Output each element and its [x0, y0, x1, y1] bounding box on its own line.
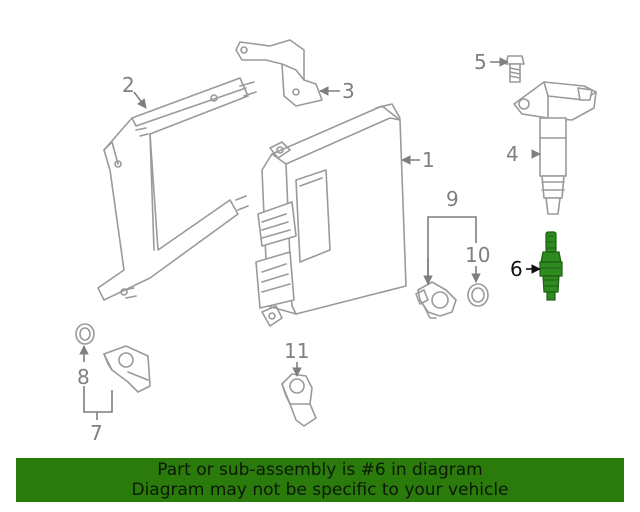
callout-4: 4 [506, 142, 519, 166]
sensor-part-9[interactable] [415, 281, 457, 319]
bolt-part-5[interactable] [505, 55, 525, 83]
leader-lines [79, 57, 541, 420]
sensor-part-7[interactable] [103, 345, 151, 393]
callout-5: 5 [474, 50, 487, 74]
callout-9: 9 [446, 187, 459, 211]
parts-diagram: 2 3 1 5 4 6 9 10 8 7 11 [75, 39, 597, 445]
ecu-module-part-1[interactable] [255, 103, 407, 327]
callout-8: 8 [77, 365, 90, 389]
banner-line-2: Diagram may not be specific to your vehi… [131, 480, 509, 500]
callout-1: 1 [422, 148, 435, 172]
callout-6: 6 [510, 257, 523, 281]
ignition-coil-part-4[interactable] [513, 81, 597, 215]
o-ring-part-10[interactable] [467, 283, 489, 307]
callout-2: 2 [122, 73, 135, 97]
callout-7: 7 [90, 421, 103, 445]
part-info-banner: Part or sub-assembly is #6 in diagram Di… [16, 458, 624, 502]
callout-10: 10 [465, 243, 490, 267]
bracket-part-3[interactable] [235, 39, 323, 107]
o-ring-part-8[interactable] [75, 323, 95, 345]
spark-plug-part-6[interactable] [539, 231, 563, 301]
callout-11: 11 [284, 339, 309, 363]
knock-sensor-part-11[interactable] [281, 373, 317, 427]
callout-3: 3 [342, 79, 355, 103]
banner-line-1: Part or sub-assembly is #6 in diagram [157, 460, 483, 480]
bracket-part-2[interactable] [97, 77, 257, 301]
